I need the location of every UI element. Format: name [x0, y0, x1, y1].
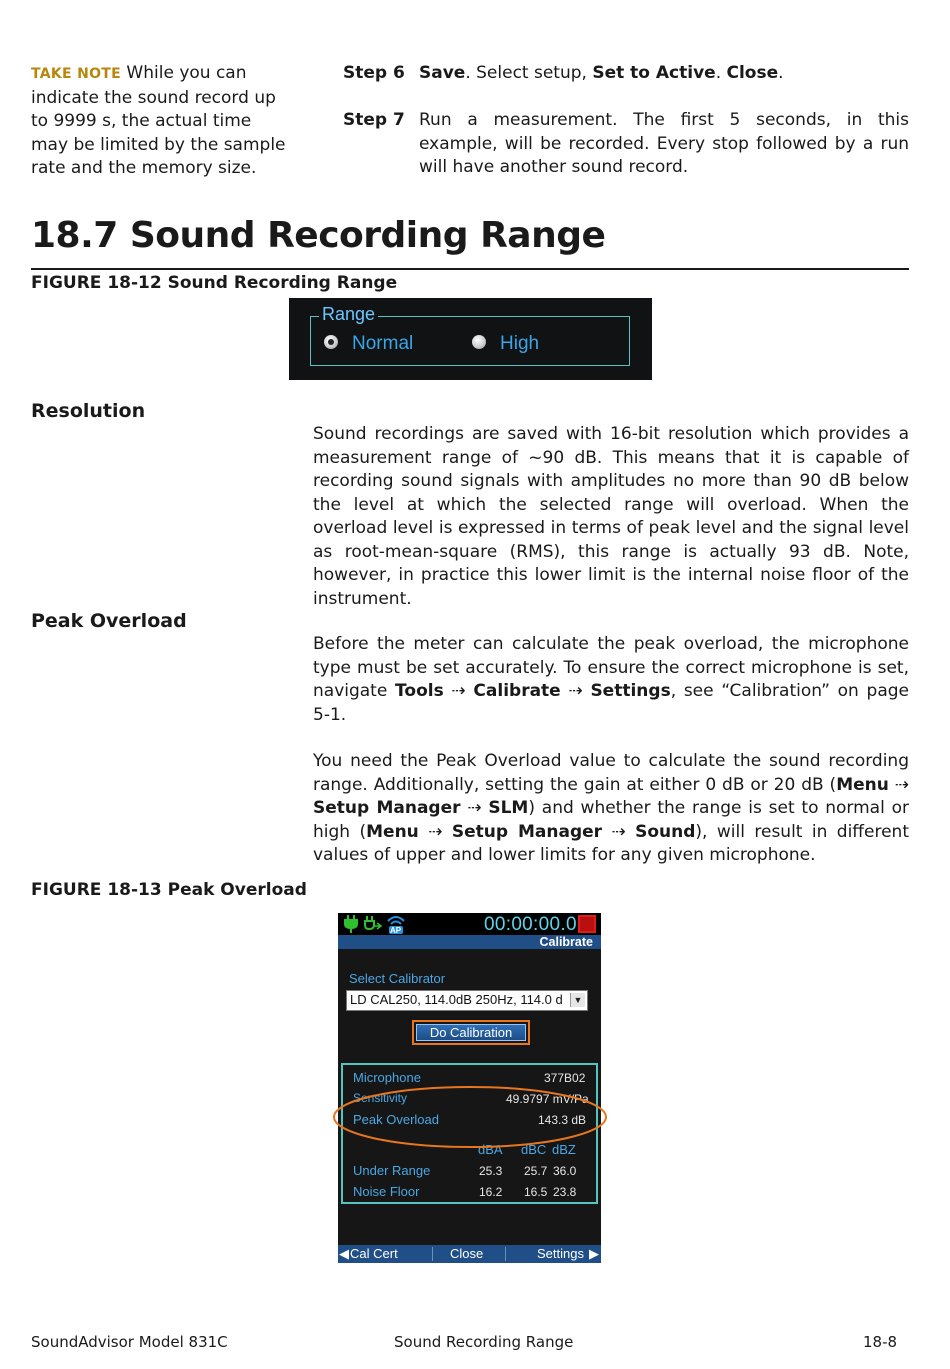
soft-key-bar: ◀ Cal Cert Close Settings ▶: [338, 1245, 601, 1263]
microphone-label: Microphone: [353, 1070, 421, 1085]
nav-arrow: ⇢: [602, 821, 636, 842]
screen-title: Calibrate: [539, 935, 594, 949]
calibrator-select[interactable]: LD CAL250, 114.0dB 250Hz, 114.0 d ▼: [346, 990, 588, 1011]
chevron-down-icon[interactable]: ▼: [570, 993, 585, 1007]
softkey-divider: [505, 1247, 506, 1261]
elapsed-time: 00:00:00.0: [484, 914, 577, 935]
sound-term: Sound: [635, 821, 696, 842]
under-range-label: Under Range: [353, 1163, 431, 1178]
step-6: Step 6 Save. Select setup, Set to Active…: [343, 62, 909, 86]
resolution-heading: Resolution: [31, 400, 146, 422]
sensitivity-label: Sensitivity: [353, 1091, 408, 1105]
heading-rule: [31, 268, 909, 270]
step-text-part: .: [778, 63, 784, 83]
under-range-dbz: 36.0: [553, 1164, 577, 1178]
close-softkey[interactable]: Close: [450, 1246, 484, 1261]
step-number: Step 7: [343, 110, 405, 130]
close-term: Close: [726, 63, 779, 83]
do-calibration-highlight: Do Calibration: [412, 1020, 530, 1045]
chevron-right-icon[interactable]: ▶: [589, 1246, 599, 1261]
step-7: Step 7 Run a measurement. The first 5 se…: [343, 109, 909, 181]
wifi-icon: [387, 916, 405, 934]
column-dbc: dBC: [521, 1142, 547, 1157]
peak-overload-paragraph-1: Before the meter can calculate the peak …: [313, 633, 909, 727]
select-calibrator-label: Select Calibrator: [349, 971, 446, 986]
save-term: Save: [419, 63, 466, 83]
range-legend: Range: [319, 304, 379, 325]
figure-18-13-caption: FIGURE 18-13 Peak Overload: [31, 880, 307, 900]
power-plug-icon: [344, 915, 358, 933]
step-text-part: . Select setup,: [465, 63, 593, 83]
noise-floor-dbc: 16.5: [524, 1185, 548, 1199]
calibrator-select-value: LD CAL250, 114.0dB 250Hz, 114.0 d: [350, 992, 563, 1007]
setup-manager-term: Setup Manager: [451, 821, 603, 842]
settings-softkey[interactable]: Settings: [537, 1246, 584, 1261]
microphone-value: 377B02: [544, 1071, 586, 1085]
nav-arrow: ⇢: [418, 821, 452, 842]
nav-arrow: ⇢: [443, 681, 474, 701]
text-run: ), will result in different values of up…: [313, 821, 909, 866]
step-text-part: .: [715, 63, 727, 83]
set-to-active-term: Set to Active: [592, 63, 716, 83]
noise-floor-dba: 16.2: [479, 1185, 503, 1199]
screen-title-bar: Calibrate: [338, 935, 601, 949]
resolution-paragraph: Sound recordings are saved with 16-bit r…: [313, 424, 909, 609]
radio-high-label: High: [500, 333, 540, 354]
usb-icon: [364, 916, 383, 931]
radio-normal-label: Normal: [352, 333, 414, 354]
menu-term: Menu: [366, 821, 419, 842]
footer-left: SoundAdvisor Model 831C: [31, 1333, 228, 1351]
step-number: Step 6: [343, 63, 405, 83]
under-range-dba: 25.3: [479, 1164, 503, 1178]
settings-term: Settings: [590, 681, 671, 701]
text-run: , see “Calibration” on page 5-1.: [313, 681, 909, 725]
status-bar: AP 00:00:00.0: [338, 913, 601, 935]
highlight-ellipse: [333, 1086, 607, 1148]
take-note-label: TAKE NOTE: [31, 66, 122, 82]
noise-floor-label: Noise Floor: [353, 1184, 420, 1199]
column-dbz: dBZ: [552, 1142, 576, 1157]
step-text: Save. Select setup, Set to Active. Close…: [419, 62, 909, 86]
peak-overload-heading: Peak Overload: [31, 610, 187, 632]
radio-normal[interactable]: [324, 335, 338, 349]
radio-high[interactable]: [472, 335, 486, 349]
text-run: You need the Peak Overload value to calc…: [313, 751, 909, 795]
take-note-text: While you can indicate the sound record …: [31, 63, 286, 178]
calibrate-term: Calibrate: [473, 681, 561, 701]
footer-page-number: 18-8: [863, 1333, 898, 1351]
range-widget: Range Normal High: [289, 298, 652, 380]
nav-arrow: ⇢: [460, 798, 489, 818]
section-heading: 18.7 Sound Recording Range: [31, 215, 606, 256]
under-range-dbc: 25.7: [524, 1164, 548, 1178]
nav-arrow: ⇢: [560, 681, 591, 701]
softkey-divider: [432, 1247, 433, 1261]
range-group-box: [310, 316, 630, 366]
take-note: TAKE NOTE While you can indicate the sou…: [31, 62, 293, 181]
menu-term: Menu: [836, 774, 889, 795]
stop-icon[interactable]: [578, 915, 596, 933]
nav-arrow: ⇢: [888, 774, 910, 795]
wifi-ap-label: AP: [390, 926, 402, 935]
footer-center: Sound Recording Range: [394, 1333, 574, 1351]
peak-overload-value: 143.3 dB: [538, 1113, 587, 1127]
step-text: Run a measurement. The first 5 seconds, …: [419, 110, 909, 177]
setup-manager-term: Setup Manager: [313, 798, 461, 818]
text-run: ) and whether the range is set to normal…: [313, 798, 909, 842]
cal-cert-softkey[interactable]: Cal Cert: [350, 1246, 398, 1261]
peak-overload-paragraph-2: You need the Peak Overload value to calc…: [313, 750, 909, 868]
calibration-info-panel: Microphone 377B02 Sensitivity 49.9797 mV…: [341, 1063, 598, 1204]
tools-term: Tools: [395, 681, 444, 701]
slm-term: SLM: [488, 798, 529, 818]
noise-floor-dbz: 23.8: [553, 1185, 577, 1199]
do-calibration-button[interactable]: Do Calibration: [416, 1024, 526, 1041]
chevron-left-icon[interactable]: ◀: [339, 1246, 349, 1261]
peak-overload-label: Peak Overload: [353, 1112, 439, 1127]
figure-18-12-caption: FIGURE 18-12 Sound Recording Range: [31, 273, 398, 293]
text-run: Before the meter can calculate the peak …: [313, 634, 909, 701]
